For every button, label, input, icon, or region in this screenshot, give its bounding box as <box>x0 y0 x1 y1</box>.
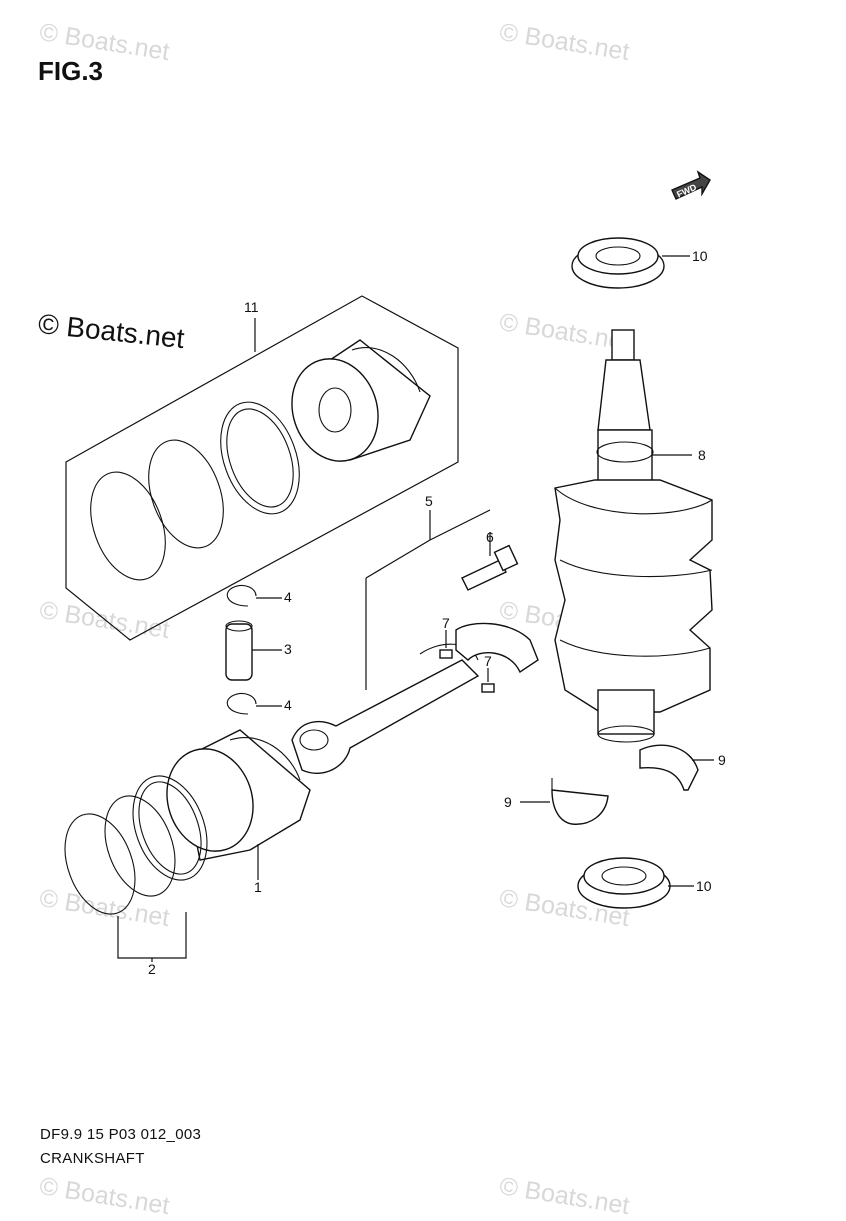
callout-6: 6 <box>486 529 494 545</box>
piston-lower <box>166 729 311 861</box>
bearing-upper <box>639 744 699 791</box>
oil-seal-top <box>571 237 665 289</box>
callout-4: 4 <box>284 697 292 713</box>
callout-7: 7 <box>442 615 450 631</box>
oil-seal-bottom <box>577 857 671 909</box>
callout-9: 9 <box>504 794 512 810</box>
callout-5: 5 <box>425 493 433 509</box>
callout-10: 10 <box>696 878 712 894</box>
dowel-pin <box>439 649 453 659</box>
rod-cap <box>455 622 539 674</box>
connecting-rod <box>291 643 480 775</box>
crankshaft <box>554 329 713 743</box>
figure-title: FIG.3 <box>38 56 104 86</box>
piston-upper <box>291 339 431 462</box>
callout-11: 11 <box>244 299 259 315</box>
piston-pin <box>225 620 253 681</box>
piston-rings-lower <box>64 775 208 915</box>
piston-rings-upper <box>90 401 300 581</box>
dowel-pin <box>481 683 495 693</box>
bearing-lower <box>551 778 609 825</box>
callout-9: 9 <box>718 752 726 768</box>
circlip <box>226 693 257 715</box>
fwd-label: FWD <box>675 182 698 200</box>
callout-8: 8 <box>698 447 706 463</box>
diagram-code: DF9.9 15 P03 012_003 <box>40 1126 202 1143</box>
callout-2: 2 <box>148 961 156 977</box>
diagram-name: CRANKSHAFT <box>40 1150 145 1167</box>
circlip <box>226 585 257 607</box>
fwd-arrow-icon: FWD <box>671 170 711 200</box>
piston-assembly-box <box>65 295 459 641</box>
callout-10: 10 <box>692 248 708 264</box>
callout-4: 4 <box>284 589 292 605</box>
callout-3: 3 <box>284 641 292 657</box>
callout-7: 7 <box>484 653 492 669</box>
rod-bolt <box>461 544 519 591</box>
callout-1: 1 <box>254 879 262 895</box>
